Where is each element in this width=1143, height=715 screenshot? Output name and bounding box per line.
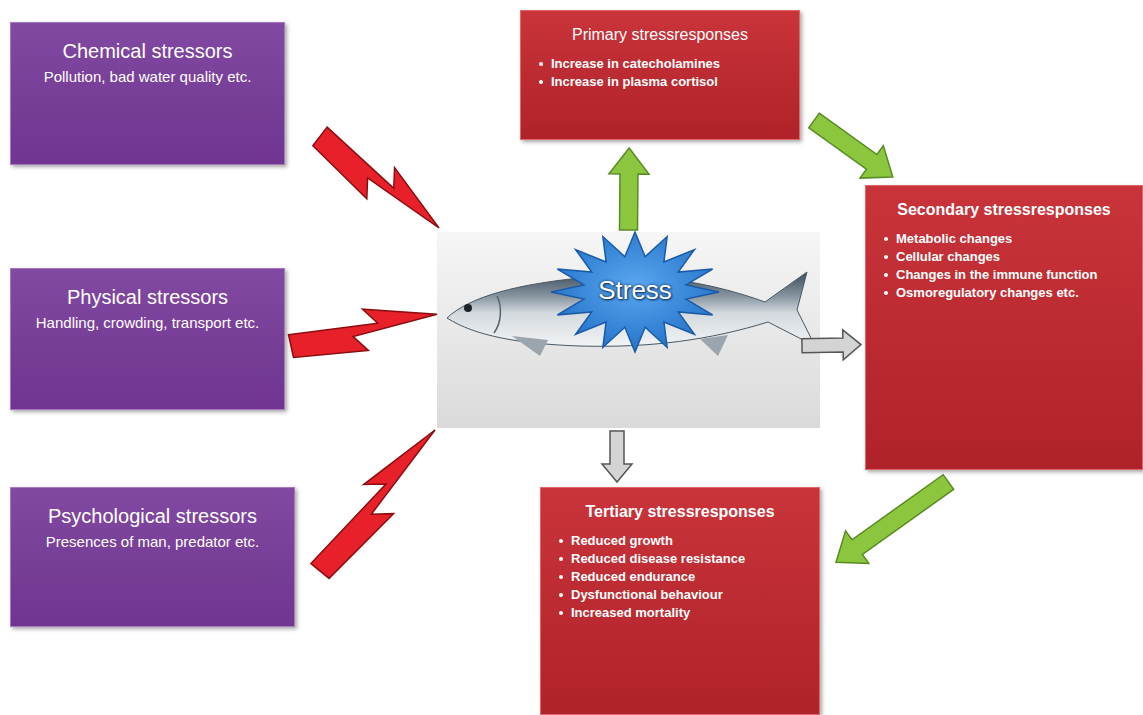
stressor-box: Physical stressorsHandling, crowding, tr… [10, 268, 285, 410]
box-heading: Physical stressors [23, 285, 272, 309]
bullet-item: Reduced endurance [555, 568, 805, 586]
bullet-item: Reduced growth [555, 532, 805, 550]
image-panel [437, 232, 820, 428]
stress-image-panel: Stress [437, 232, 820, 428]
box-heading: Secondary stressresponses [880, 200, 1128, 220]
bullet-item: Reduced disease resistance [555, 550, 805, 568]
response-box: Primary stressresponsesIncrease in catec… [520, 10, 800, 140]
box-heading: Primary stressresponses [535, 25, 785, 45]
box-description: Pollution, bad water quality etc. [23, 67, 272, 86]
bullet-item: Changes in the immune function [880, 266, 1128, 284]
response-box: Tertiary stressresponsesReduced growthRe… [540, 487, 820, 715]
stressor-box: Chemical stressorsPollution, bad water q… [10, 22, 285, 165]
bullet-item: Dysfunctional behaviour [555, 586, 805, 604]
bullet-item: Increase in catecholamines [535, 55, 785, 73]
box-description: Presences of man, predator etc. [23, 532, 282, 551]
stressor-box: Psychological stressorsPresences of man,… [10, 487, 295, 627]
block-arrow [802, 330, 861, 360]
bullet-item: Cellular changes [880, 248, 1128, 266]
box-heading: Psychological stressors [23, 504, 282, 528]
box-heading: Chemical stressors [23, 39, 272, 63]
response-box: Secondary stressresponsesMetabolic chang… [865, 185, 1143, 470]
fish-eye [464, 304, 472, 312]
bullet-item: Increased mortality [555, 604, 805, 622]
pectoral-fin [512, 336, 548, 356]
bullet-item: Metabolic changes [880, 230, 1128, 248]
block-arrow [809, 113, 893, 178]
bullet-item: Increase in plasma cortisol [535, 73, 785, 91]
lightning-arrow [313, 127, 439, 228]
block-arrow [609, 148, 649, 230]
block-arrow [836, 475, 954, 564]
box-heading: Tertiary stressresponses [555, 502, 805, 522]
gill-line [494, 296, 500, 333]
anal-fin [700, 335, 728, 356]
lightning-arrow [289, 309, 437, 357]
stress-label: Stress [450, 275, 820, 305]
block-arrow [602, 431, 632, 482]
lightning-arrow [311, 430, 435, 578]
bullet-item: Osmoregulatory changes etc. [880, 284, 1128, 302]
box-description: Handling, crowding, transport etc. [23, 313, 272, 332]
